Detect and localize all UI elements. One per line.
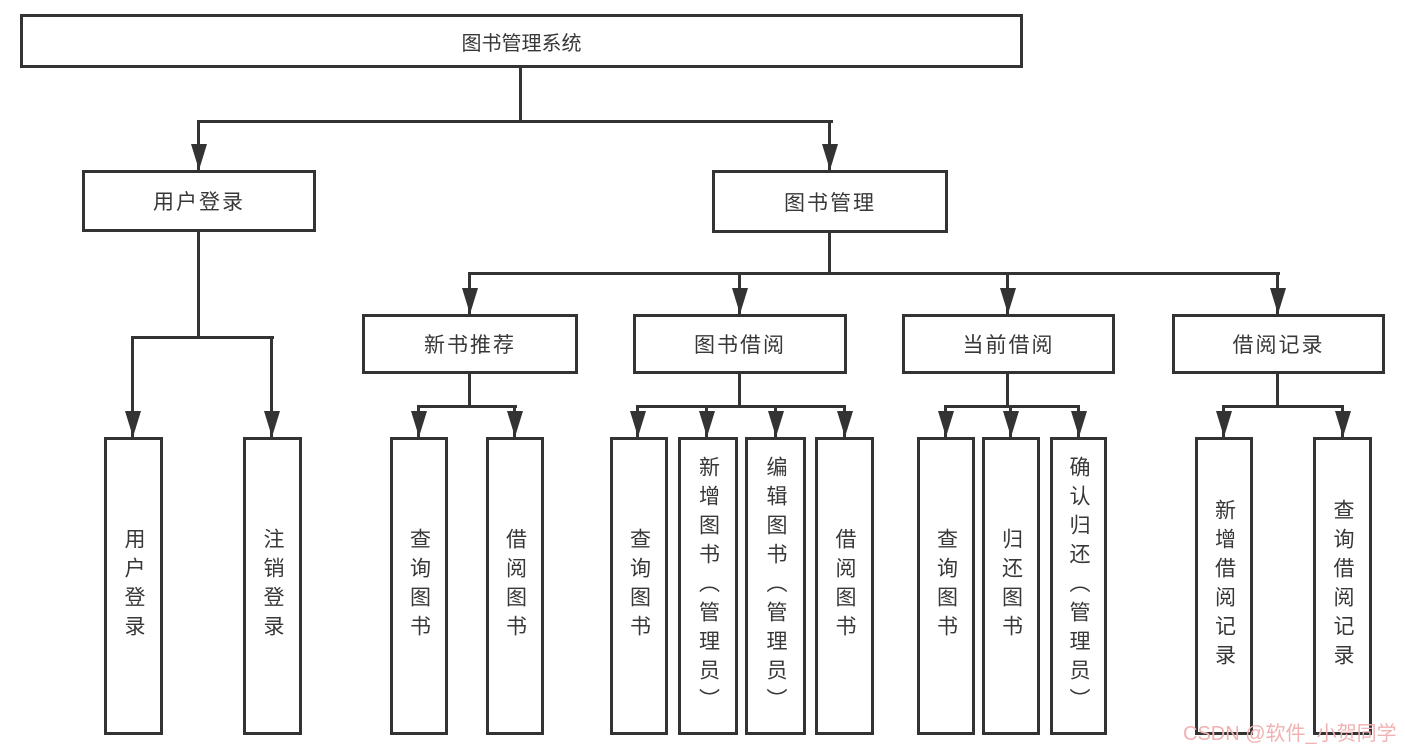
- node-label: 编辑图书（管理员）: [764, 455, 787, 717]
- node-confirm-return-admin: 确认归还（管理员）: [1050, 437, 1107, 735]
- connector-book-borrow-rail: [636, 405, 846, 408]
- arrowhead-to-book-borrow: [732, 288, 748, 314]
- node-query-books-current: 查询图书: [917, 437, 975, 735]
- arrowhead: [699, 411, 715, 437]
- node-label: 当前借阅: [962, 334, 1055, 357]
- node-add-borrow-record: 新增借阅记录: [1195, 437, 1253, 735]
- node-label: 图书管理系统: [461, 32, 582, 55]
- node-label: 新增借阅记录: [1212, 499, 1236, 673]
- connector-current-borrow-stem: [1006, 374, 1009, 408]
- node-label: 确认归还（管理员）: [1067, 455, 1090, 717]
- arrowhead: [1335, 411, 1351, 437]
- node-label: 查询借阅记录: [1331, 499, 1354, 673]
- arrowhead-to-borrow-records: [1270, 288, 1286, 314]
- node-logout: 注销登录: [243, 437, 302, 735]
- node-query-books-borrow: 查询图书: [610, 437, 668, 735]
- connector-to-login-leaf: [131, 336, 134, 437]
- node-label: 查询图书: [407, 528, 431, 644]
- arrowhead-to-login-leaf: [125, 411, 141, 437]
- arrowhead: [1216, 411, 1232, 437]
- node-new-book-recommend: 新书推荐: [362, 314, 578, 374]
- node-label: 查询图书: [627, 528, 651, 644]
- node-edit-books-admin: 编辑图书（管理员）: [745, 437, 806, 735]
- connector-level2-rail: [197, 120, 833, 123]
- connector-user-login-stem: [197, 232, 200, 338]
- connector-user-login-rail: [131, 336, 274, 339]
- node-label: 新书推荐: [424, 334, 516, 357]
- connector-new-books-rail: [417, 405, 517, 408]
- node-label: 借阅记录: [1232, 334, 1325, 357]
- arrowhead: [1071, 411, 1087, 437]
- connector-borrow-records-rail: [1222, 405, 1344, 408]
- node-label: 查询图书: [934, 528, 958, 644]
- node-library-management-system: 图书管理系统: [20, 14, 1023, 68]
- node-label: 注销登录: [261, 528, 284, 644]
- node-add-books-admin: 新增图书（管理员）: [678, 437, 738, 735]
- arrowhead-to-logout-leaf: [264, 411, 280, 437]
- node-label: 用户登录: [153, 191, 245, 214]
- connector-borrow-records-stem: [1276, 374, 1279, 408]
- node-current-borrowing: 当前借阅: [902, 314, 1115, 374]
- arrowhead: [1003, 411, 1019, 437]
- node-return-books: 归还图书: [982, 437, 1040, 735]
- connector-level3-rail: [468, 272, 1280, 275]
- node-borrowing-records: 借阅记录: [1172, 314, 1385, 374]
- connector-book-mgmt-stem: [828, 233, 831, 274]
- node-book-management: 图书管理: [712, 170, 948, 233]
- arrowhead: [938, 411, 954, 437]
- connector-new-books-stem: [468, 374, 471, 408]
- csdn-watermark: CSDN @软件_小贺同学: [1183, 723, 1397, 745]
- node-query-borrow-record: 查询借阅记录: [1313, 437, 1372, 735]
- node-borrow-books: 借阅图书: [815, 437, 874, 735]
- arrowhead-to-new-books: [462, 288, 478, 314]
- arrowhead: [630, 411, 646, 437]
- arrowhead: [411, 411, 427, 437]
- connector-to-logout-leaf: [270, 336, 273, 437]
- node-label: 借阅图书: [503, 528, 527, 644]
- node-label: 图书借阅: [694, 334, 786, 357]
- node-label: 用户登录: [122, 528, 145, 644]
- connector-current-borrow-rail: [944, 405, 1080, 408]
- arrowhead: [768, 411, 784, 437]
- arrowhead-to-current-borrow: [1000, 288, 1016, 314]
- node-label: 借阅图书: [833, 528, 856, 644]
- node-user-login-leaf: 用户登录: [104, 437, 163, 735]
- arrowhead-to-book-management: [822, 144, 838, 170]
- arrowhead: [837, 411, 853, 437]
- connector-book-borrow-stem: [738, 374, 741, 408]
- node-user-login: 用户登录: [82, 170, 316, 232]
- node-label: 新增图书（管理员）: [696, 455, 720, 717]
- connector-root-stem: [519, 68, 522, 122]
- node-book-borrowing: 图书借阅: [633, 314, 847, 374]
- node-borrow-books-newbook: 借阅图书: [486, 437, 544, 735]
- arrowhead-to-user-login: [191, 144, 207, 170]
- node-label: 归还图书: [999, 528, 1023, 644]
- arrowhead: [507, 411, 523, 437]
- node-label: 图书管理: [784, 191, 876, 215]
- node-query-books-newbook: 查询图书: [390, 437, 448, 735]
